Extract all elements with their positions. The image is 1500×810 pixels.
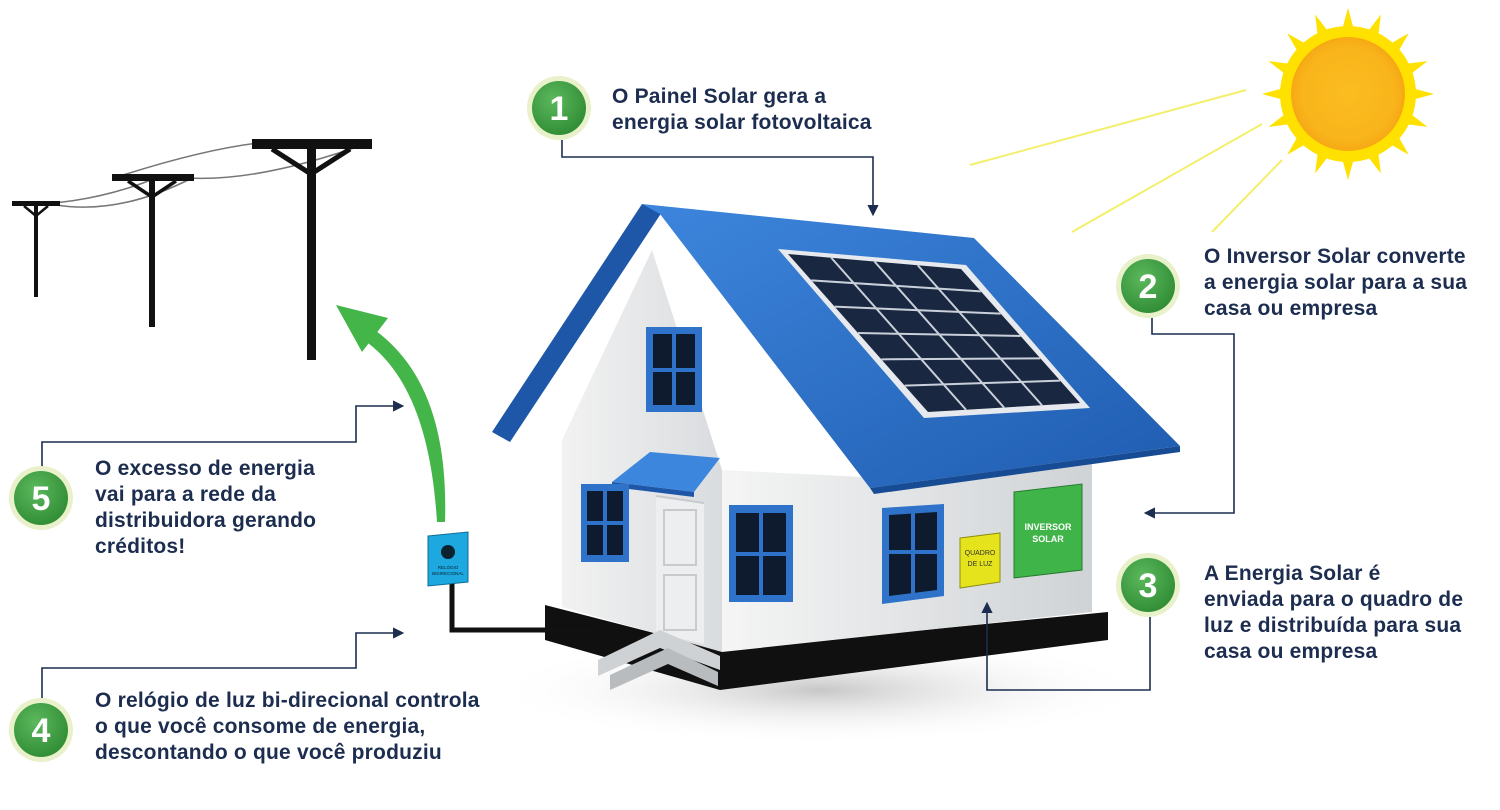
panel-grid-line	[811, 279, 981, 293]
electrical-panel-label-2: DE LUZ	[968, 561, 994, 568]
step-number-3: 3	[1139, 567, 1158, 605]
inverter-label-1: INVERSOR	[1024, 522, 1072, 532]
meter-label-2: BIDIRECIONAL	[432, 571, 464, 576]
step-number-1: 1	[550, 90, 569, 128]
meter-label-1: RELÓGIO	[438, 564, 459, 570]
connector-lines	[41, 140, 1235, 698]
step-2-line: a energia solar para a sua	[1204, 271, 1468, 294]
step-5-description: O excesso de energia vai para a rede da …	[95, 456, 316, 560]
step-4-description: O relógio de luz bi-direcional controla …	[95, 688, 480, 766]
solar-panel-icon	[778, 249, 1090, 418]
step-number-5: 5	[32, 480, 51, 518]
panel-grid-line	[857, 332, 1021, 337]
step-4-line: o que você consome de energia,	[95, 715, 426, 738]
connector-step-1	[561, 140, 879, 217]
connector-step-4	[41, 627, 405, 698]
step-5-line: distribuidora gerando	[95, 509, 317, 532]
panel-grid-line	[834, 305, 1001, 315]
step-2-line: casa ou empresa	[1204, 297, 1378, 320]
panel-grid-line	[881, 357, 1041, 361]
sun-icon	[969, 8, 1434, 233]
inverter-label-2: SOLAR	[1032, 534, 1064, 544]
step-4-line: O relógio de luz bi-direcional controla	[95, 689, 480, 712]
step-3-line: enviada para o quadro de	[1204, 588, 1464, 611]
step-1-line: O Painel Solar gera a	[612, 85, 827, 108]
step-5-line: O excesso de energia	[95, 457, 315, 480]
step-number-2: 2	[1139, 268, 1158, 306]
house-illustration: QUADRO DE LUZ INVERSOR SOLAR	[490, 204, 1180, 745]
connector-step-2	[1143, 318, 1235, 519]
step-2-description: O Inversor Solar converte a energia sola…	[1204, 244, 1467, 322]
step-badge-5: 5	[9, 466, 73, 530]
step-3-description: A Energia Solar é enviada para o quadro …	[1204, 561, 1463, 665]
step-3-line: A Energia Solar é	[1204, 562, 1381, 585]
step-badge-3: 3	[1116, 553, 1180, 617]
step-5-line: créditos!	[95, 535, 186, 558]
electrical-panel-icon: QUADRO DE LUZ	[959, 532, 1001, 589]
solar-inverter-icon: INVERSOR SOLAR	[1013, 483, 1083, 579]
step-3-line: casa ou empresa	[1204, 640, 1378, 663]
step-2-line: O Inversor Solar converte	[1204, 245, 1466, 268]
step-number-4: 4	[32, 712, 51, 750]
step-badge-4: 4	[9, 698, 73, 762]
step-4-line: descontando o que você produziu	[95, 741, 442, 764]
panel-grid-line	[904, 379, 1061, 387]
step-badge-1: 1	[527, 76, 591, 140]
bidirectional-meter-icon: RELÓGIO BIDIRECIONAL	[427, 531, 594, 633]
step-1-line: energia solar fotovoltaica	[612, 111, 872, 134]
green-arrow-icon	[336, 305, 446, 522]
electrical-panel-label-1: QUADRO	[965, 550, 996, 557]
power-poles-icon	[12, 139, 372, 360]
connector-step-3	[981, 601, 1151, 691]
step-3-line: luz e distribuída para sua	[1204, 614, 1462, 637]
step-5-line: vai para a rede da	[95, 483, 277, 506]
step-badge-2: 2	[1116, 254, 1180, 318]
connector-step-5	[41, 400, 405, 468]
step-1-description: O Painel Solar gera a energia solar foto…	[612, 84, 872, 136]
